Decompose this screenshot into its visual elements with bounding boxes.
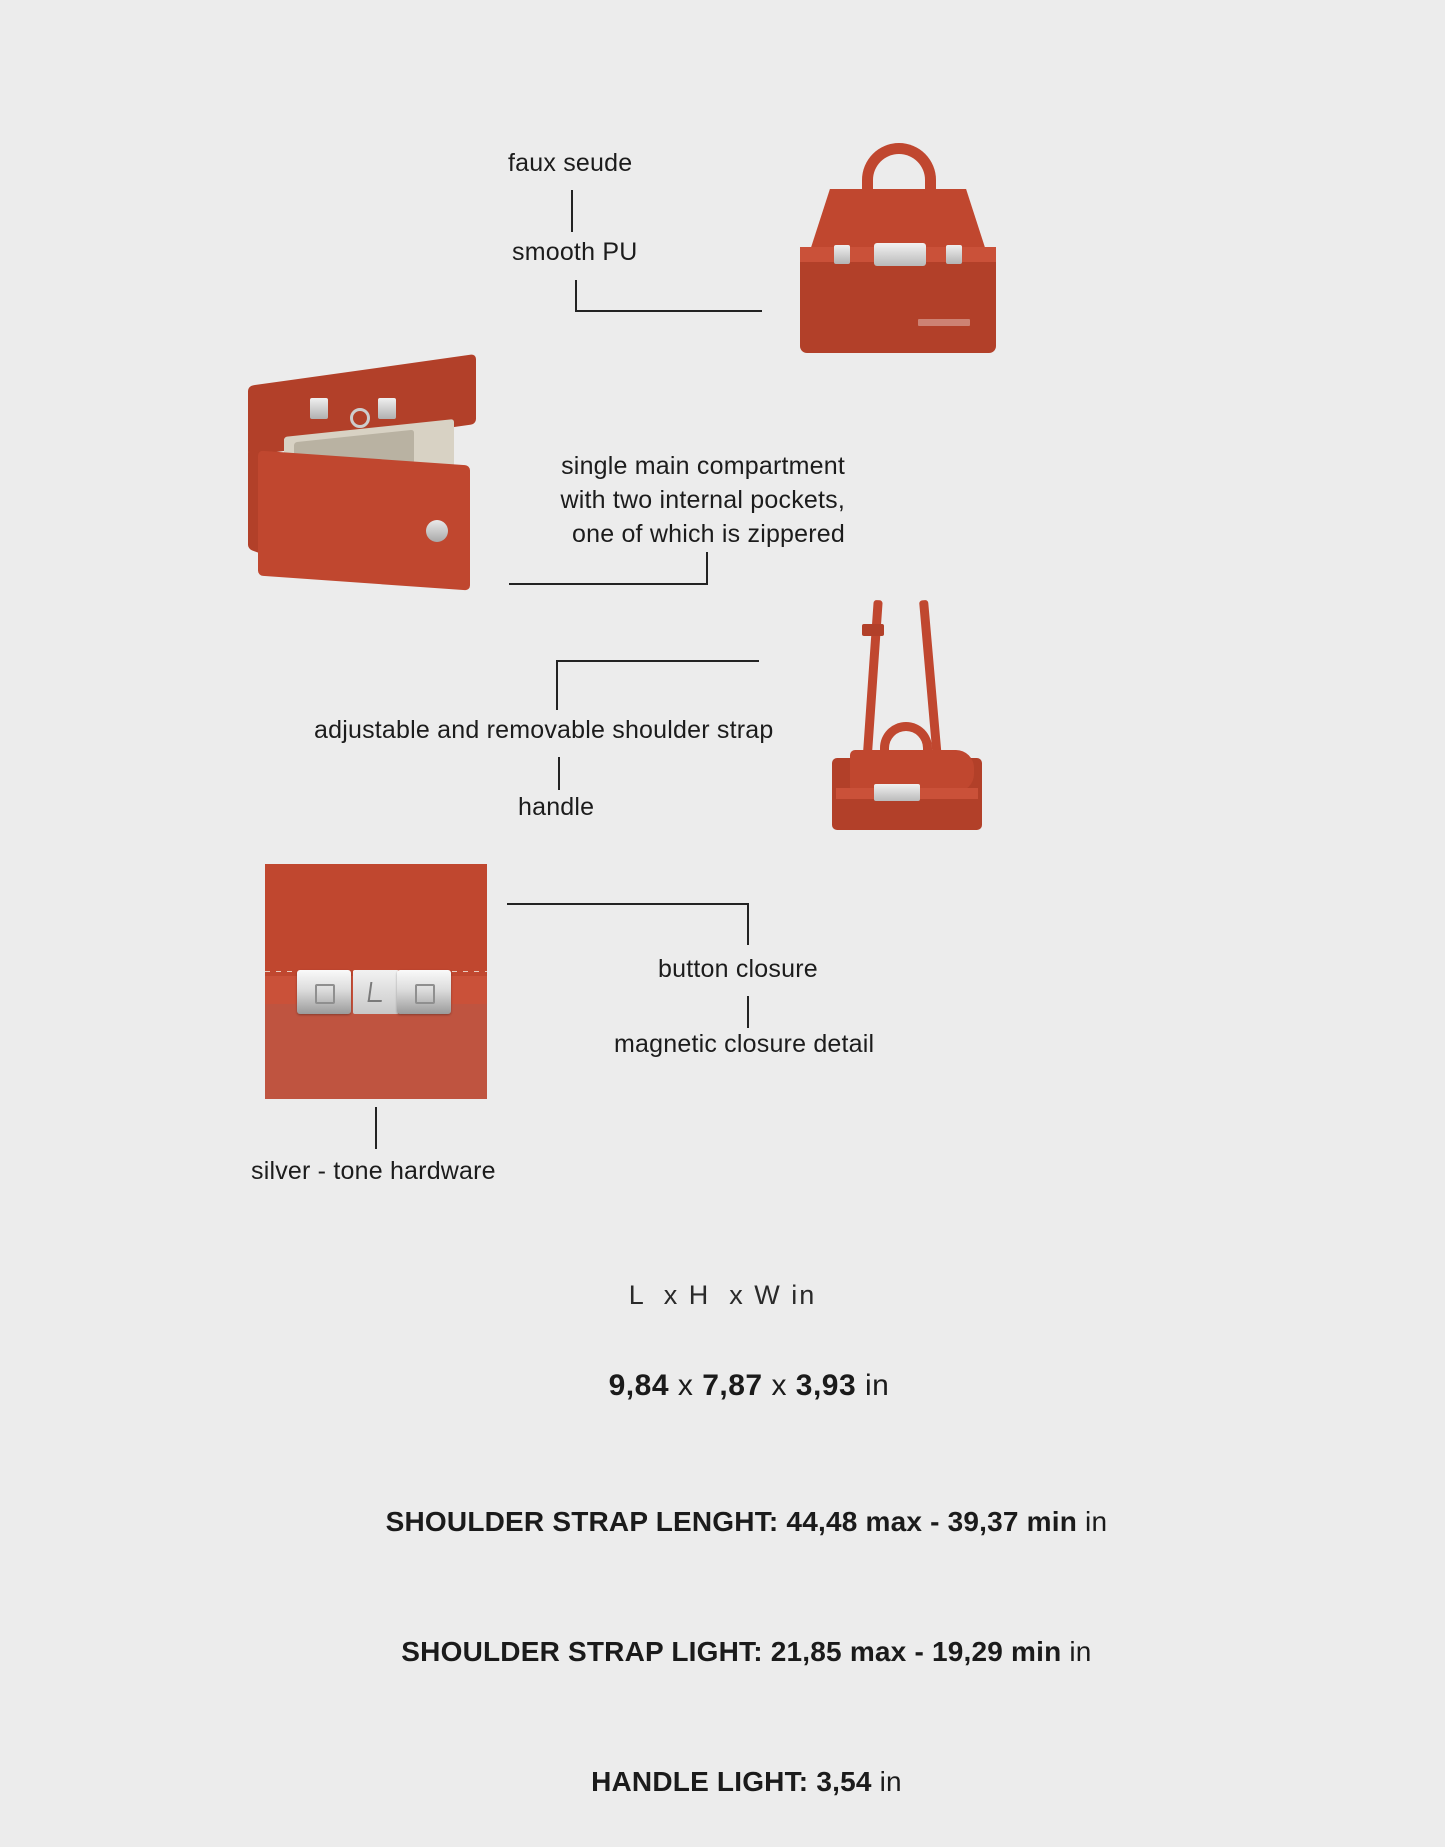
strap-adjuster — [862, 624, 884, 636]
product-photo-closure-detail — [265, 864, 487, 1099]
connector-button-closure-vertical — [747, 903, 749, 945]
connector-handle-vertical — [558, 757, 560, 790]
strap-length-row: SHOULDER STRAP LENGHT: 44,48 max - 39,37… — [0, 1456, 1445, 1586]
bag-top-handle-small — [880, 722, 932, 758]
callout-shoulder-strap: adjustable and removable shoulder strap — [314, 716, 774, 744]
dimension-sep-2: x — [771, 1369, 787, 1403]
bag-top-handle — [862, 143, 936, 201]
connector-smooth-pu-vertical — [575, 280, 577, 312]
callout-faux-suede: faux seude — [508, 149, 633, 177]
closure-plate-right — [397, 970, 451, 1014]
bag-body — [800, 255, 996, 353]
strap-light-label: SHOULDER STRAP LIGHT: — [401, 1635, 763, 1667]
strap-length-unit: in — [1085, 1505, 1108, 1537]
callout-button-closure: button closure — [658, 955, 818, 983]
dimension-width: 3,93 — [795, 1369, 857, 1403]
connector-compartment-horizontal — [509, 583, 708, 585]
strap-light-row: SHOULDER STRAP LIGHT: 21,85 max - 19,29 … — [0, 1587, 1445, 1717]
connector-magnetic-closure-vertical — [747, 996, 749, 1028]
strap-light-unit: in — [1069, 1635, 1092, 1667]
dimension-height: 7,87 — [702, 1369, 763, 1403]
dimension-sep-1: x — [677, 1369, 694, 1403]
bag-open-turnlock-icon — [350, 408, 370, 428]
connector-smooth-pu-horizontal — [575, 310, 762, 312]
bag-open-stud-right — [378, 398, 396, 419]
bag-open-stud-left — [310, 398, 328, 419]
strap-light-max: 21,85 max — [770, 1635, 907, 1667]
closure-plate-left — [297, 970, 351, 1014]
closure-lower-suede — [265, 1004, 487, 1099]
closure-center-logo-plate — [353, 970, 399, 1014]
connector-faux-suede-vertical — [571, 190, 573, 232]
callout-silver-hardware: silver - tone hardware — [251, 1157, 496, 1185]
handle-light-value: 3,54 — [816, 1766, 872, 1798]
connector-shoulder-strap-vertical — [556, 660, 558, 710]
infographic-canvas: faux seude smooth PU single main compart… — [0, 0, 1445, 1806]
strap-light-separator: - — [914, 1635, 924, 1667]
connector-button-closure-horizontal — [507, 903, 749, 905]
handle-light-row: HANDLE LIGHT: 3,54 in — [0, 1717, 1445, 1847]
dimensions-block: L x H x W in 9,84 x 7,87 x 3,93 in SHOUL… — [0, 1275, 1445, 1847]
dimension-unit: in — [865, 1369, 890, 1403]
dimensions-size-row: 9,84 x 7,87 x 3,93 in — [0, 1317, 1445, 1457]
closure-upper-leather — [265, 864, 487, 982]
bag-logo — [918, 319, 970, 326]
connector-compartment-vertical — [706, 552, 708, 585]
callout-smooth-pu: smooth PU — [512, 238, 638, 266]
bag-open-lock-icon — [426, 520, 448, 542]
callout-main-compartment: single main compartment with two interna… — [560, 452, 845, 548]
strap-length-label: SHOULDER STRAP LENGHT: — [385, 1505, 779, 1537]
bag-clasp-side — [874, 784, 920, 801]
product-photo-front-view — [800, 143, 996, 353]
bag-clasp — [874, 243, 926, 266]
strap-length-min: 39,37 min — [947, 1505, 1078, 1537]
product-photo-strap-view — [822, 599, 992, 840]
strap-length-separator: - — [930, 1505, 940, 1537]
bag-stud-left — [834, 245, 850, 264]
callout-magnetic-closure: magnetic closure detail — [614, 1030, 875, 1058]
dimension-length: 9,84 — [608, 1369, 670, 1403]
bag-stud-right — [946, 245, 962, 264]
dimensions-header: L x H x W in — [628, 1280, 817, 1310]
handle-light-label: HANDLE LIGHT: — [591, 1766, 809, 1798]
callout-handle: handle — [518, 793, 595, 821]
handle-light-unit: in — [879, 1766, 902, 1798]
strap-light-min: 19,29 min — [931, 1635, 1062, 1667]
connector-silver-hardware-vertical — [375, 1107, 377, 1149]
product-photo-open-view — [248, 353, 498, 595]
connector-shoulder-strap-horizontal — [556, 660, 759, 662]
strap-length-max: 44,48 max — [786, 1505, 923, 1537]
